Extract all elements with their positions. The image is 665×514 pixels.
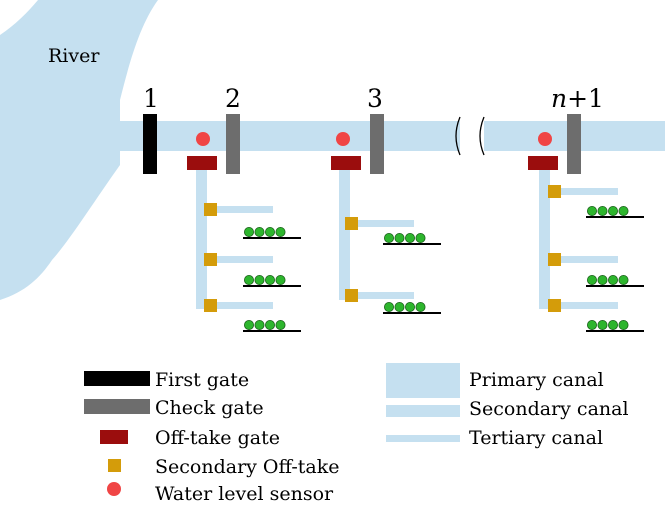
offtake-gate	[187, 156, 217, 170]
legend-secondary-canal-swatch	[386, 405, 460, 417]
field-crop-dot	[254, 319, 265, 330]
legend-tertiary-canal-swatch	[386, 435, 460, 442]
field-plot	[383, 301, 441, 314]
field-crop-dot	[618, 319, 629, 330]
legend-secondary-canal-label: Secondary canal	[469, 398, 629, 420]
field-plot	[383, 232, 441, 245]
field-crop-dot	[264, 274, 275, 285]
field-crop-dot	[254, 226, 265, 237]
gate-label-1: 1	[143, 84, 159, 113]
legend-first-gate-swatch	[84, 371, 150, 386]
field-crop-dot	[404, 301, 415, 312]
offtake-gate	[331, 156, 361, 170]
check-gate-3	[370, 114, 384, 174]
field-plot	[243, 274, 301, 287]
legend-tertiary-canal-label: Tertiary canal	[469, 427, 603, 449]
water-level-sensor	[336, 132, 350, 146]
legend-water-level-sensor-swatch	[107, 482, 121, 496]
field-crop-dot	[587, 274, 598, 285]
check-gate-2	[226, 114, 240, 174]
field-crop-dot	[383, 232, 394, 243]
field-crop-dot	[587, 205, 598, 216]
field-crop-dot	[618, 274, 629, 285]
field-crop-dot	[415, 232, 426, 243]
gate-label-2: 2	[225, 84, 241, 113]
field-crop-dot	[243, 319, 254, 330]
field-crop-dot	[597, 274, 608, 285]
legend-check-gate-label: Check gate	[155, 397, 264, 419]
field-crop-dot	[608, 274, 619, 285]
field-plot	[243, 319, 301, 332]
river	[0, 0, 158, 300]
field-crop-dot	[597, 205, 608, 216]
offtake-gate	[528, 156, 558, 170]
field-plot	[586, 274, 644, 287]
water-level-sensor	[196, 132, 210, 146]
field-crop-dot	[275, 274, 286, 285]
check-gate-n-plus-1	[567, 114, 581, 174]
legend-secondary-offtake-swatch	[108, 459, 121, 472]
first-gate	[143, 114, 157, 174]
field-plot	[243, 226, 301, 239]
fields	[243, 205, 644, 332]
field-crop-dot	[587, 319, 598, 330]
canal-break-mark-right	[479, 116, 485, 156]
field-crop-dot	[618, 205, 629, 216]
primary-canal-segment-a	[118, 121, 460, 151]
field-crop-dot	[243, 226, 254, 237]
legend-primary-canal-label: Primary canal	[469, 369, 604, 391]
legend-first-gate-label: First gate	[155, 369, 249, 391]
branch-3-canals	[539, 166, 618, 309]
gate-label-n-plus-1: n+1	[551, 84, 604, 113]
legend-offtake-gate-label: Off-take gate	[155, 427, 280, 449]
field-crop-dot	[254, 274, 265, 285]
field-crop-dot	[394, 301, 405, 312]
field-crop-dot	[383, 301, 394, 312]
branch-2-canals	[339, 166, 414, 300]
field-crop-dot	[597, 319, 608, 330]
branch-1-canals	[196, 166, 273, 309]
legend-offtake-gate-swatch	[100, 430, 128, 444]
legend-primary-canal-swatch	[386, 363, 460, 398]
field-crop-dot	[275, 319, 286, 330]
legend-check-gate-swatch	[84, 399, 150, 414]
legend: First gate Check gate Off-take gate Seco…	[84, 363, 629, 505]
field-crop-dot	[275, 226, 286, 237]
field-plot	[586, 205, 644, 218]
field-crop-dot	[264, 319, 275, 330]
field-crop-dot	[608, 319, 619, 330]
water-level-sensor	[538, 132, 552, 146]
field-plot	[586, 319, 644, 332]
field-crop-dot	[404, 232, 415, 243]
legend-water-level-sensor-label: Water level sensor	[155, 483, 334, 505]
canal-break-mark-left	[455, 116, 461, 156]
field-crop-dot	[243, 274, 254, 285]
field-crop-dot	[264, 226, 275, 237]
legend-secondary-offtake-label: Secondary Off-take	[155, 456, 339, 478]
field-crop-dot	[394, 232, 405, 243]
river-label: River	[48, 45, 100, 67]
field-crop-dot	[415, 301, 426, 312]
field-crop-dot	[608, 205, 619, 216]
gate-label-3: 3	[367, 84, 383, 113]
secondary-offtakes	[204, 185, 561, 312]
